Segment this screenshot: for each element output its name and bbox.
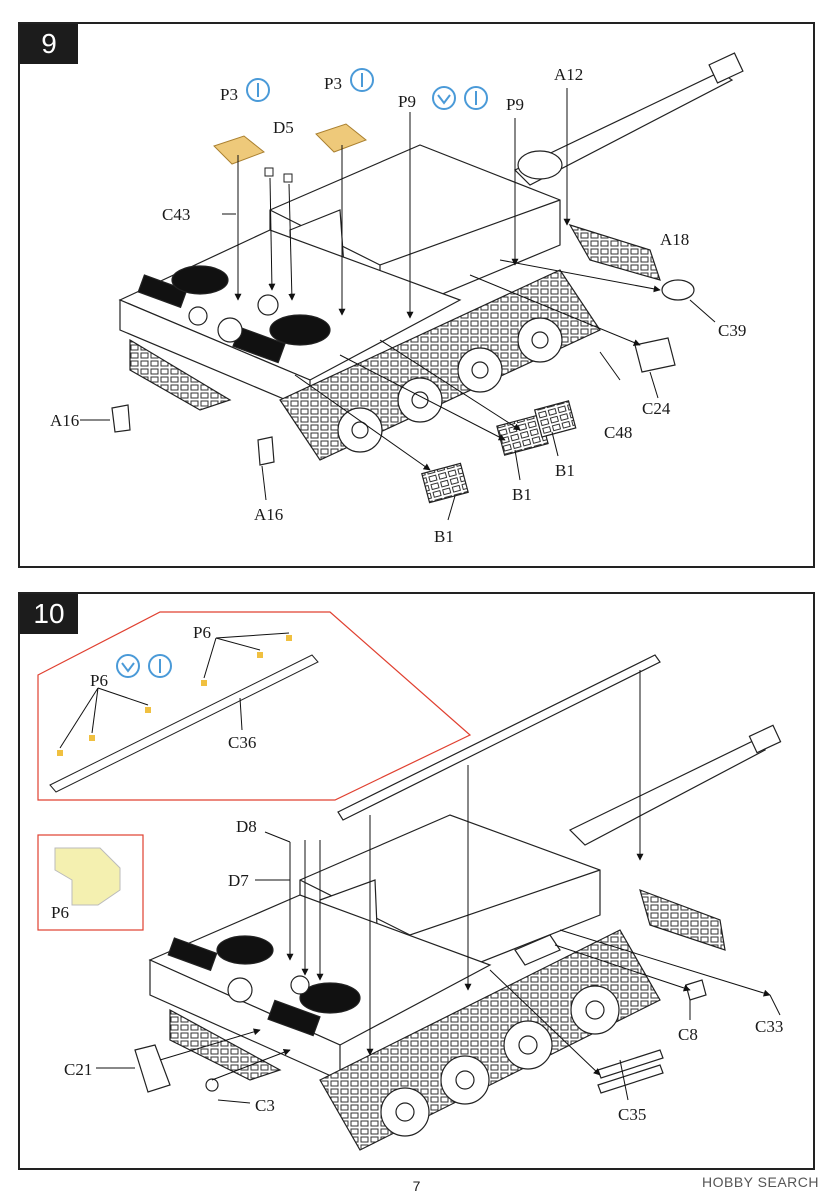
label-p9-a: P9	[398, 92, 416, 111]
step-9-badge: 9	[20, 24, 78, 64]
label-p6-detail: P6	[51, 903, 69, 922]
page-number: 7	[412, 1178, 421, 1194]
label-a12: A12	[554, 65, 583, 84]
label-a16-b: A16	[254, 505, 283, 524]
label-c35: C35	[618, 1105, 646, 1124]
label-c48: C48	[604, 423, 632, 442]
label-p6-b: P6	[90, 671, 108, 690]
label-b1-b: B1	[512, 485, 532, 504]
step-10-labels: P6 P6 C36 P6 D8 D7 C21 C3 C8 C33 C35	[51, 623, 783, 1124]
label-c24: C24	[642, 399, 671, 418]
photoetch-parts-p3	[213, 123, 367, 183]
p6-detail-box	[37, 834, 144, 931]
label-b1-a: B1	[434, 527, 454, 546]
step-9-leaders	[80, 88, 716, 521]
label-p6-a: P6	[193, 623, 211, 642]
label-p3-b: P3	[324, 74, 342, 93]
step-9-vehicle-drawing	[111, 52, 744, 504]
label-c8: C8	[678, 1025, 698, 1044]
step-9-labels: P3 P3 D5 P9 P9 A12 C43 A18 C39 C24 C48 A…	[50, 65, 746, 546]
c36-inset-detail	[37, 611, 472, 801]
label-a16-a: A16	[50, 411, 79, 430]
callout-icons-step-9	[246, 68, 488, 110]
label-p3-a: P3	[220, 85, 238, 104]
label-c21: C21	[64, 1060, 92, 1079]
label-d5: D5	[273, 118, 294, 137]
watermark: HOBBY SEARCH	[702, 1174, 819, 1190]
label-a18: A18	[660, 230, 689, 249]
label-d8: D8	[236, 817, 257, 836]
label-c3: C3	[255, 1096, 275, 1115]
step-10-leaders	[96, 670, 781, 1104]
step-10-vehicle-drawing	[134, 654, 782, 1151]
label-b1-c: B1	[555, 461, 575, 480]
label-c43: C43	[162, 205, 190, 224]
label-c33: C33	[755, 1017, 783, 1036]
label-d7: D7	[228, 871, 249, 890]
step-10-badge: 10	[20, 594, 78, 634]
label-p9-b: P9	[506, 95, 524, 114]
label-c36: C36	[228, 733, 256, 752]
label-c39: C39	[718, 321, 746, 340]
